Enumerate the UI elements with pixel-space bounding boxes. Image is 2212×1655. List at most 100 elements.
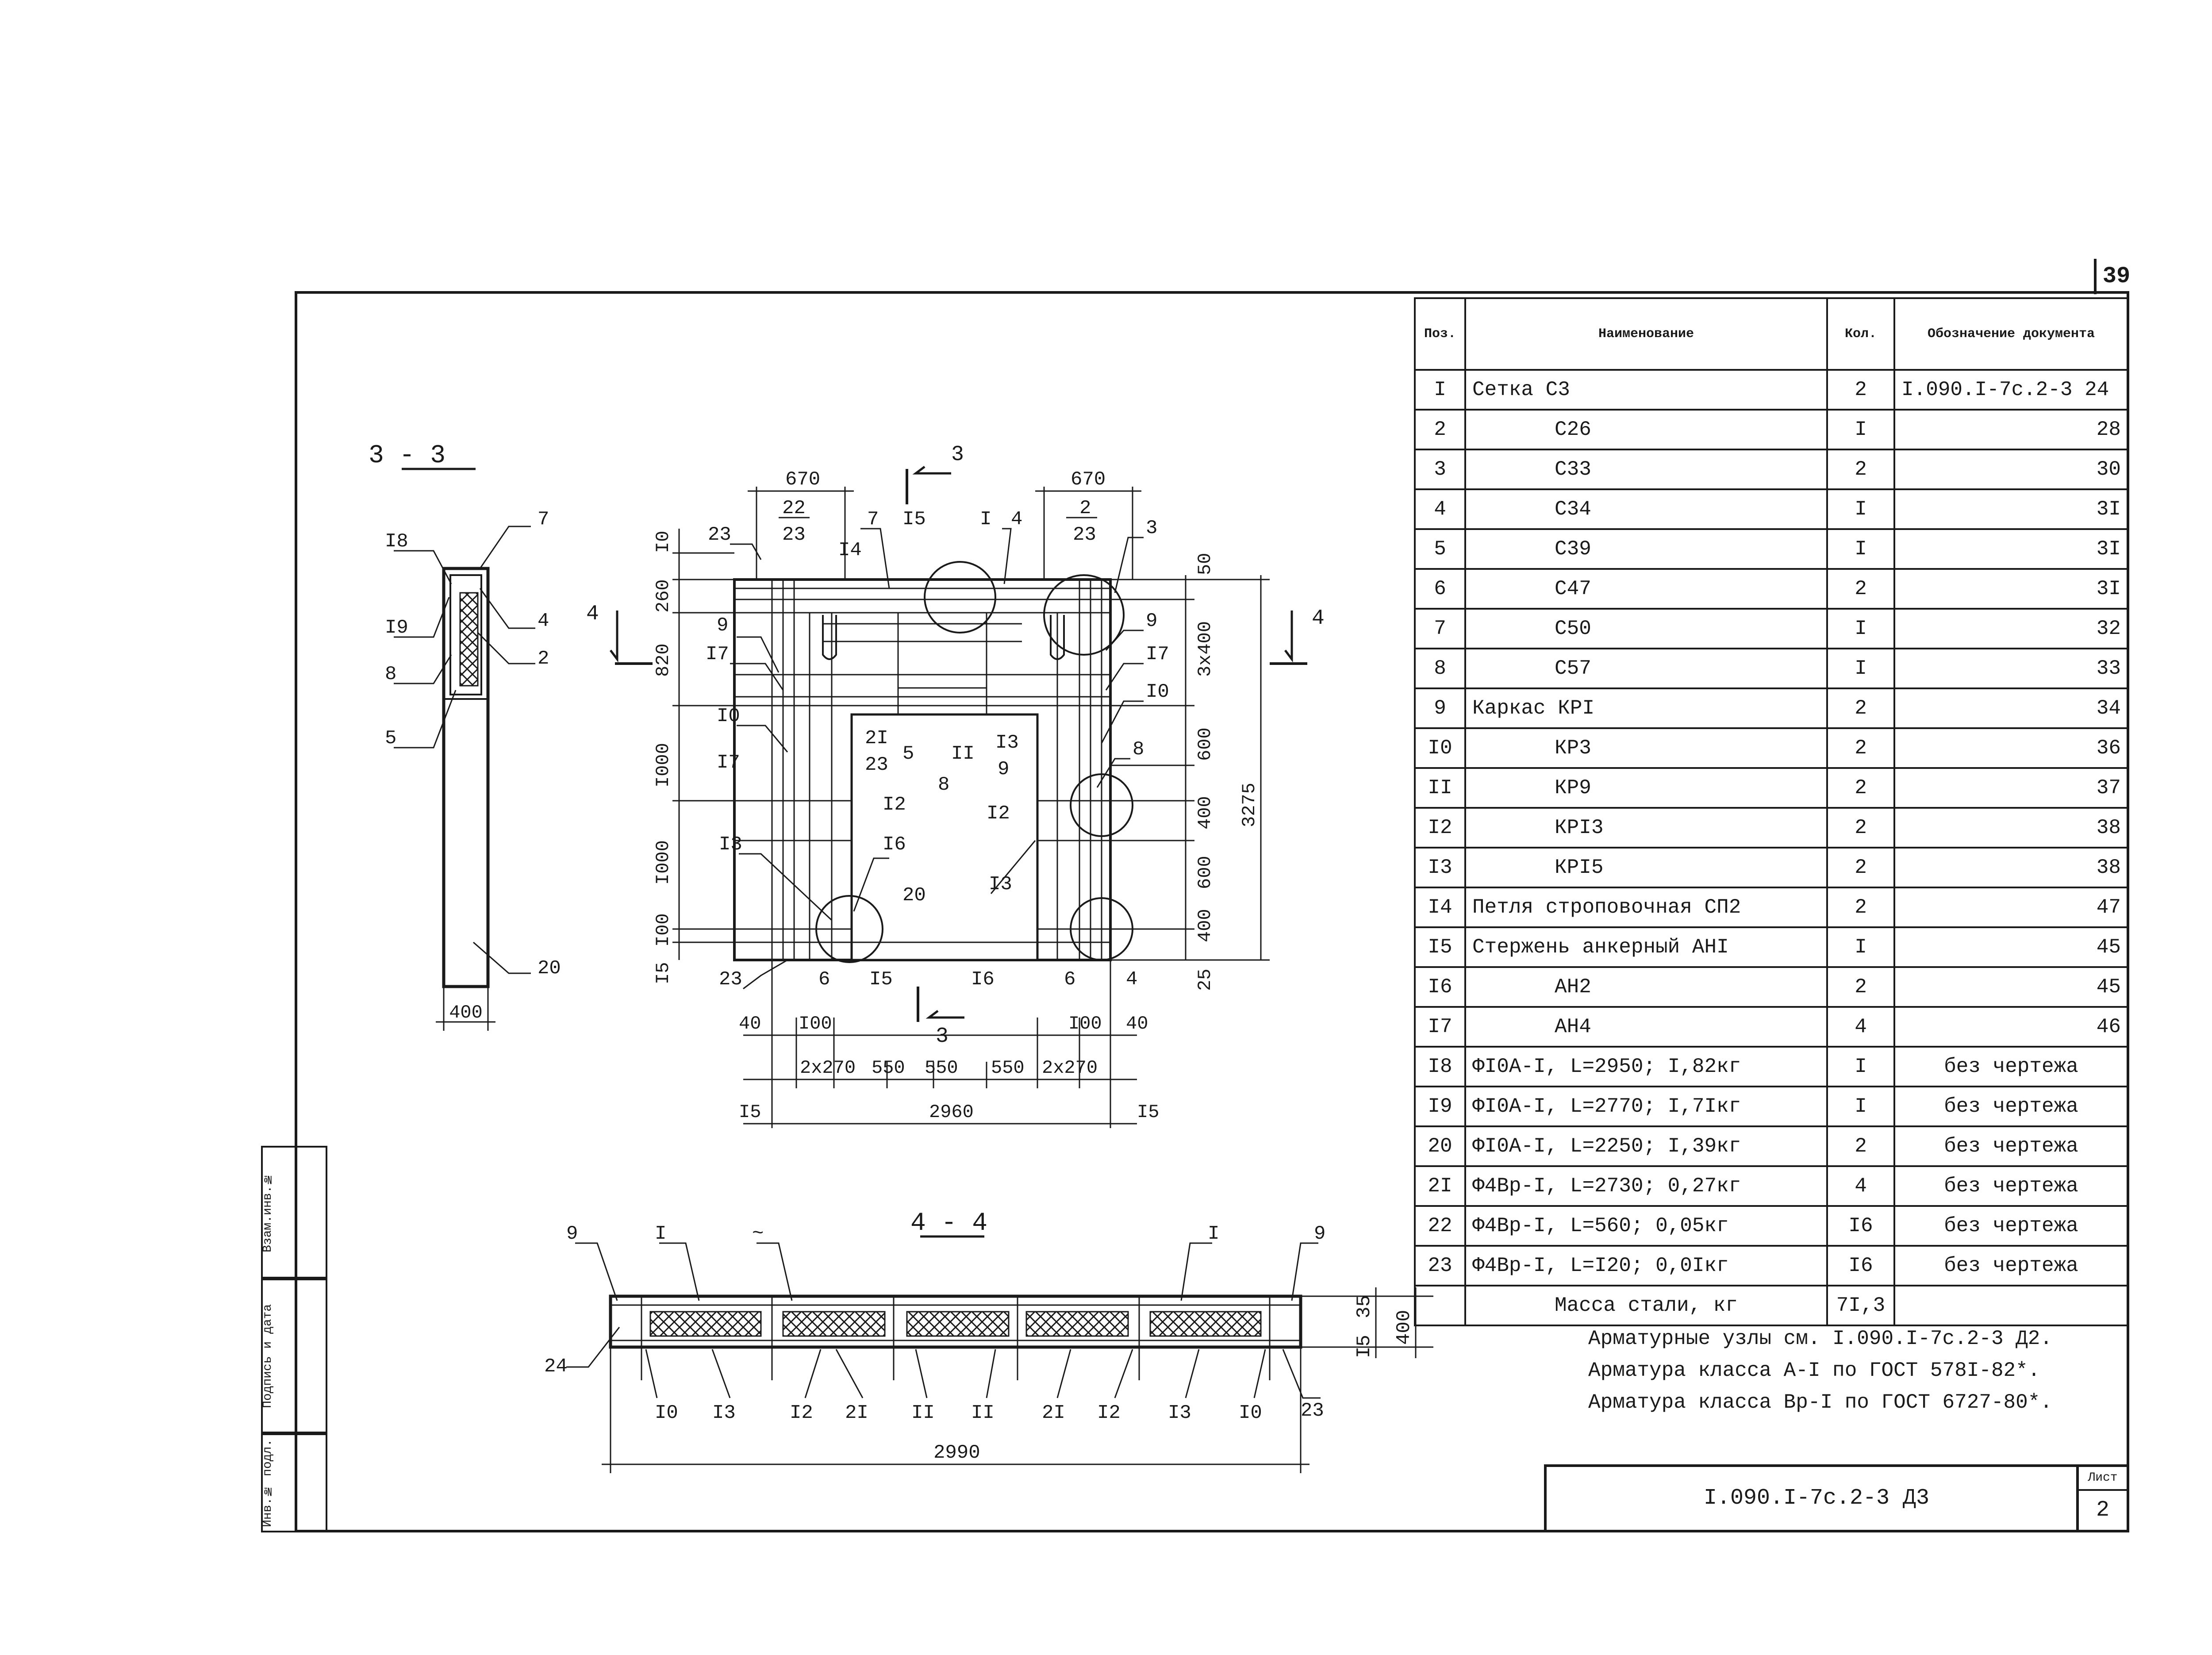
label-33-19: I9 <box>385 617 408 639</box>
spec-cell-qty: 2 <box>1826 369 1895 411</box>
spec-cell-qty: I <box>1826 1046 1895 1087</box>
plan-label-6-right: 6 <box>1064 968 1075 991</box>
dim-right-50: 50 <box>1194 553 1216 575</box>
spec-total-label: Масса стали, кг <box>1464 1285 1828 1326</box>
plan-view: 3 3 4 4 670 670 22 23 2 23 <box>586 443 1325 1128</box>
spec-cell-qty: 2 <box>1826 449 1895 490</box>
spec-cell-doc: 28 <box>1893 409 2129 450</box>
spec-cell-pos: 4 <box>1414 488 1466 530</box>
dim-bottom-15-left: I5 <box>739 1102 761 1123</box>
spec-cell-doc: 3I <box>1893 488 2129 530</box>
plan-label-9-mid: 9 <box>998 758 1009 780</box>
spec-cell-name: КР9 <box>1464 767 1828 809</box>
label-33-5: 5 <box>385 727 396 749</box>
spec-cell-pos: 23 <box>1414 1245 1466 1286</box>
label-33-4: 4 <box>538 610 549 632</box>
spec-cell-pos: I0 <box>1414 727 1466 769</box>
plan-label-6-left: 6 <box>818 968 830 991</box>
plan-label-3: 3 <box>1146 517 1157 539</box>
spec-total-pos <box>1414 1285 1466 1326</box>
spec-cell-qty: 2 <box>1826 767 1895 809</box>
dim-right-400a: 400 <box>1194 796 1216 829</box>
plan-label-16-right: I6 <box>971 968 995 991</box>
spec-cell-pos: 6 <box>1414 568 1466 610</box>
spec-cell-pos: I7 <box>1414 1006 1466 1048</box>
spec-cell-doc: 45 <box>1893 926 2129 968</box>
spec-cell-qty: 2 <box>1826 807 1895 849</box>
spec-cell-doc: без чертежа <box>1893 1046 2129 1087</box>
plan-label-13-left: I3 <box>719 833 742 856</box>
dim-bottom-2x270-right: 2x270 <box>1042 1057 1098 1079</box>
plan-label-12-left: I2 <box>883 794 906 816</box>
sheet-box: Лист 2 <box>2076 1467 2127 1530</box>
dim-2990: 2990 <box>933 1442 980 1464</box>
spec-cell-qty: 2 <box>1826 687 1895 729</box>
plan-label-15-bottom: I5 <box>869 968 893 991</box>
spec-cell-name: Стержень анкерный АНI <box>1464 926 1828 968</box>
cut-4-left: 4 <box>586 602 599 626</box>
plan-label-9-left: 9 <box>717 614 728 637</box>
dim-right-600a: 600 <box>1194 727 1216 761</box>
spec-cell-name: Сетка С3 <box>1464 369 1828 411</box>
dim-left-1000a: I000 <box>653 743 674 787</box>
note-1: Арматурные узлы см. I.090.I-7c.2-3 Д2. <box>1588 1327 2052 1350</box>
label-44-tilde: ~ <box>752 1223 764 1245</box>
spec-header-name: Наименование <box>1464 297 1828 371</box>
label-44-1-right: I <box>1208 1223 1219 1245</box>
document-code: I.090.I-7c.2-3 Д3 <box>1703 1486 1930 1511</box>
drawing-frame <box>295 291 2129 1532</box>
spec-cell-qty: 2 <box>1826 727 1895 769</box>
spec-cell-qty: I <box>1826 528 1895 570</box>
spec-header-pos: Поз. <box>1414 297 1466 371</box>
label-44-9-right: 9 <box>1314 1223 1325 1245</box>
dim-22: 22 <box>782 497 806 519</box>
spec-cell-qty: 2 <box>1826 966 1895 1008</box>
label-44-10-left: I0 <box>655 1402 678 1424</box>
plan-label-5: 5 <box>902 743 914 765</box>
spec-cell-doc: 38 <box>1893 847 2129 888</box>
section-4-4: 4 - 4 2990 35 I5 400 <box>544 1209 1433 1473</box>
dim-bottom-100-right: I00 <box>1068 1013 1102 1034</box>
spec-cell-pos: I8 <box>1414 1046 1466 1087</box>
dim-left-260: 260 <box>653 579 674 613</box>
spec-cell-pos: 22 <box>1414 1205 1466 1247</box>
spec-cell-pos: 20 <box>1414 1125 1466 1167</box>
dim-400-33: 400 <box>449 1002 483 1023</box>
cut-4-right: 4 <box>1312 607 1325 630</box>
spec-cell-name: АН2 <box>1464 966 1828 1008</box>
spec-cell-qty: 2 <box>1826 887 1895 928</box>
label-44-10-right: I0 <box>1239 1402 1262 1424</box>
spec-cell-pos: 7 <box>1414 608 1466 649</box>
spec-header-qty: Кол. <box>1826 297 1895 371</box>
dim-bottom-550a: 550 <box>872 1057 905 1079</box>
spec-cell-doc: I.090.I-7c.2-3 24 <box>1893 369 2129 411</box>
label-33-18: I8 <box>385 530 408 553</box>
spec-cell-name: Ф4Вр-I, L=2730; 0,27кг <box>1464 1165 1828 1207</box>
spec-cell-doc: 3I <box>1893 528 2129 570</box>
plan-label-23-bottom: 23 <box>719 968 742 991</box>
dim-bottom-100-left: I00 <box>799 1013 832 1034</box>
spec-cell-doc: без чертежа <box>1893 1125 2129 1167</box>
spec-cell-name: КРI5 <box>1464 847 1828 888</box>
spec-cell-pos: II <box>1414 767 1466 809</box>
spec-cell-doc: 47 <box>1893 887 2129 928</box>
plan-label-10-right: I0 <box>1146 681 1169 703</box>
plan-label-21: 2I <box>865 727 888 749</box>
notes: Арматурные узлы см. I.090.I-7c.2-3 Д2. А… <box>1588 1323 2052 1418</box>
spec-cell-doc: 46 <box>1893 1006 2129 1048</box>
sheet-number: 39 <box>2094 259 2136 294</box>
plan-label-10-left: I0 <box>717 705 740 727</box>
label-44-11-left: II <box>911 1402 935 1424</box>
stamp-cell-replaced <box>261 1146 327 1279</box>
